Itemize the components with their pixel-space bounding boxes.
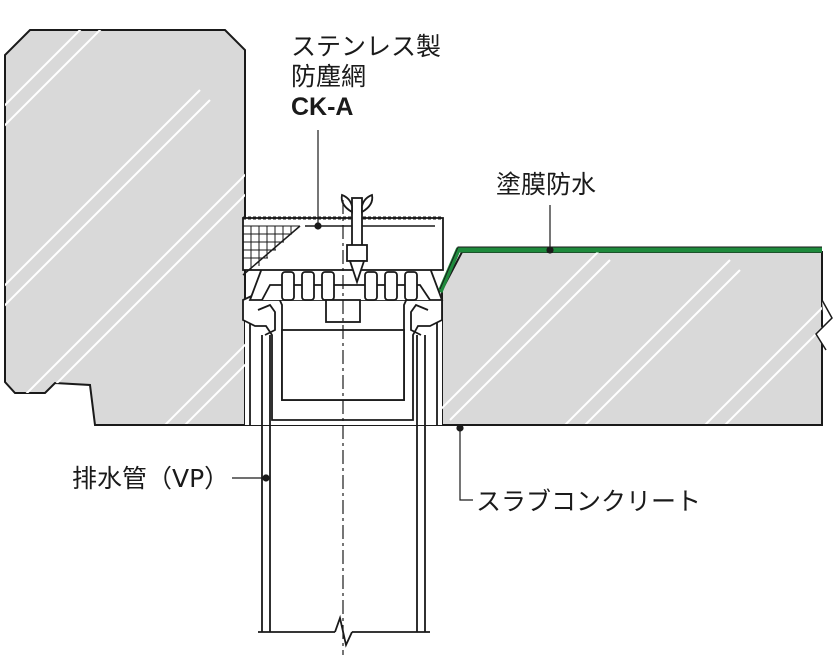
wing-bolt [340, 193, 374, 285]
slab-concrete [441, 251, 833, 426]
label-product-line2: 防塵網 [291, 62, 366, 91]
label-waterproofing: 塗膜防水 [496, 170, 596, 199]
label-slab: スラブコンクリート [476, 487, 701, 516]
left-concrete-wall [4, 29, 246, 426]
waterproof-membrane [437, 247, 822, 293]
label-product-line1: ステンレス製 [291, 32, 441, 61]
strainer-cap [248, 267, 444, 323]
label-product-model: CK-A [291, 93, 354, 121]
label-drain-pipe: 排水管（VP） [72, 464, 229, 493]
leader-lines [232, 130, 554, 501]
